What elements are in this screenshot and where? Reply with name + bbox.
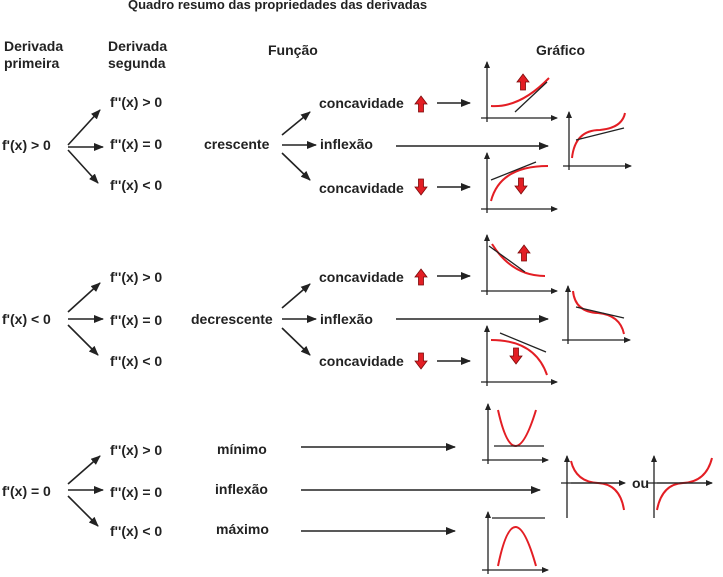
graph-dec-concave-down-tangent [499, 332, 547, 353]
case-fprime-positive: f'(x) > 0 [2, 137, 51, 153]
case-fsecond-positive-2: f''(x) > 0 [110, 269, 163, 285]
label-or: ou [632, 475, 650, 491]
label-concavity-up-1: concavidade [319, 95, 404, 111]
graph-dec-inflection-curve [572, 290, 625, 335]
case-fsecond-positive-1: f''(x) > 0 [110, 94, 163, 110]
case-fsecond-negative-1: f''(x) < 0 [110, 177, 163, 193]
case-fsecond-positive-3: f''(x) > 0 [110, 442, 163, 458]
label-inflection-1: inflexão [320, 136, 373, 152]
graph-zero-inflection-inc-curve [656, 457, 713, 511]
graph-inc-inflection-curve [571, 112, 626, 159]
graph-dec-concave-down-red-arrow [509, 347, 523, 365]
label-decreasing: decrescente [191, 311, 273, 327]
graph-inc-concave-up-curve [490, 77, 550, 108]
header-first-derivative-line2: primeira [4, 55, 60, 71]
header-first-derivative: Derivada primeira [4, 38, 63, 72]
red-down-arrow-1 [414, 178, 428, 196]
case-fprime-negative: f'(x) < 0 [2, 311, 51, 327]
label-inflection-3: inflexão [215, 481, 268, 497]
graph-inc-concave-down-red-arrow [514, 177, 528, 195]
graph-zero-inflection-dec-curve [570, 460, 625, 511]
graph-maximum-curve [497, 526, 537, 567]
arrow-fprime-pos-to-fsec-pos [67, 109, 101, 146]
graph-dec-concave-up-red-arrow [517, 244, 531, 262]
arrow-fprime-neg-to-fsec-neg [67, 324, 99, 356]
graph-inc-concave-down-curve [490, 165, 549, 202]
graph-inc-concave-up-red-arrow [516, 73, 530, 91]
label-concavity-down-2: concavidade [319, 353, 404, 369]
label-minimum: mínimo [217, 441, 267, 457]
red-down-arrow-2 [414, 352, 428, 370]
red-up-arrow-1 [414, 95, 428, 113]
graph-inc-inflection-tangent [575, 127, 625, 141]
header-graph: Gráfico [536, 42, 586, 58]
page-title: Quadro resumo das propriedades das deriv… [128, 0, 428, 12]
graph-inc-concave-down-tangent [490, 161, 537, 181]
graph-minimum-curve [497, 409, 537, 447]
label-increasing: crescente [204, 136, 270, 152]
label-maximum: máximo [216, 521, 269, 537]
header-second-derivative-line2: segunda [108, 55, 166, 71]
label-concavity-up-2: concavidade [319, 269, 404, 285]
arrow-fprime-neg-to-fsec-pos [67, 282, 101, 313]
header-function: Função [268, 42, 318, 58]
arrow-fprime-zero-to-fsec-pos [67, 455, 101, 485]
graph-dec-concave-down-curve [490, 339, 548, 376]
case-fprime-zero: f'(x) = 0 [2, 483, 51, 499]
case-fsecond-negative-3: f''(x) < 0 [110, 523, 163, 539]
header-second-derivative-line1: Derivada [108, 38, 168, 54]
arrow-decreasing-to-concavity-down [281, 327, 311, 356]
graph-inc-concave-up-tangent [514, 81, 548, 113]
graph-dec-concave-up-tangent [488, 245, 526, 273]
label-inflection-2: inflexão [320, 311, 373, 327]
arrow-increasing-to-concavity-up [281, 111, 311, 136]
red-up-arrow-2 [414, 268, 428, 286]
arrow-decreasing-to-concavity-up [281, 283, 311, 309]
case-fsecond-negative-2: f''(x) < 0 [110, 353, 163, 369]
header-first-derivative-line1: Derivada [4, 38, 64, 54]
label-concavity-down-1: concavidade [319, 180, 404, 196]
arrow-fprime-zero-to-fsec-neg [67, 495, 99, 527]
graph-dec-inflection-tangent [575, 306, 625, 319]
case-fsecond-zero-1: f''(x) = 0 [110, 136, 163, 152]
graph-dec-concave-up-curve [491, 243, 546, 277]
arrow-fprime-pos-to-fsec-neg [67, 149, 99, 184]
arrow-increasing-to-concavity-down [281, 152, 311, 181]
case-fsecond-zero-2: f''(x) = 0 [110, 312, 163, 328]
case-fsecond-zero-3: f''(x) = 0 [110, 484, 163, 500]
header-second-derivative: Derivada segunda [108, 38, 167, 72]
